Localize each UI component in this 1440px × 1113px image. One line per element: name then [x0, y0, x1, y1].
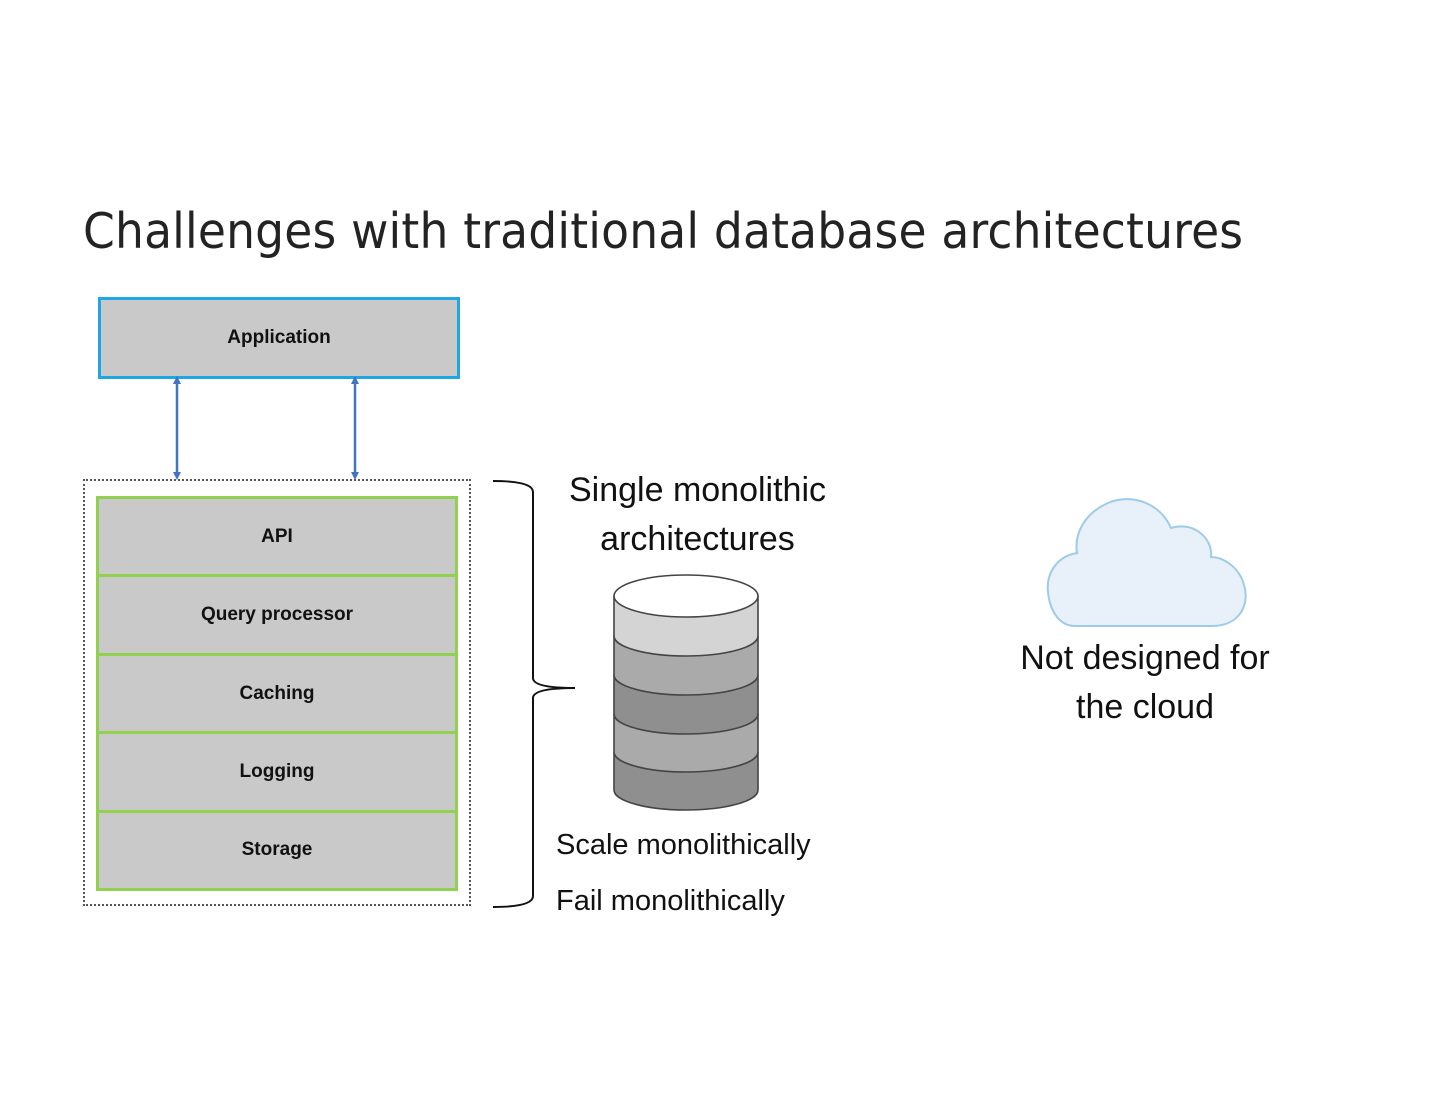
layer-label: Logging: [239, 760, 315, 782]
layer-label: Storage: [241, 839, 313, 861]
application-label: Application: [227, 327, 331, 348]
database-cylinder-icon: [613, 574, 759, 811]
layer-storage: Storage: [99, 809, 455, 888]
layer-label: Caching: [239, 682, 315, 704]
layer-logging: Logging: [99, 731, 455, 809]
slide-title: Challenges with traditional database arc…: [83, 203, 1244, 260]
layer-query-processor: Query processor: [99, 574, 455, 652]
cloud-label: Not designed for the cloud: [1020, 639, 1270, 726]
layer-api: API: [99, 499, 455, 574]
monolith-point-fail: Fail monolithically: [556, 885, 785, 917]
cloud-icon: [1046, 498, 1247, 627]
database-layer-stack: API Query processor Caching Logging Stor…: [96, 496, 458, 891]
layer-label: API: [261, 525, 293, 547]
application-box: Application: [98, 297, 460, 379]
database-boundary: [83, 479, 471, 906]
layer-label: Query processor: [200, 604, 354, 626]
monolith-point-scale: Scale monolithically: [556, 829, 811, 861]
monolith-heading: Single monolithic architectures: [568, 471, 827, 558]
layer-caching: Caching: [99, 652, 455, 731]
